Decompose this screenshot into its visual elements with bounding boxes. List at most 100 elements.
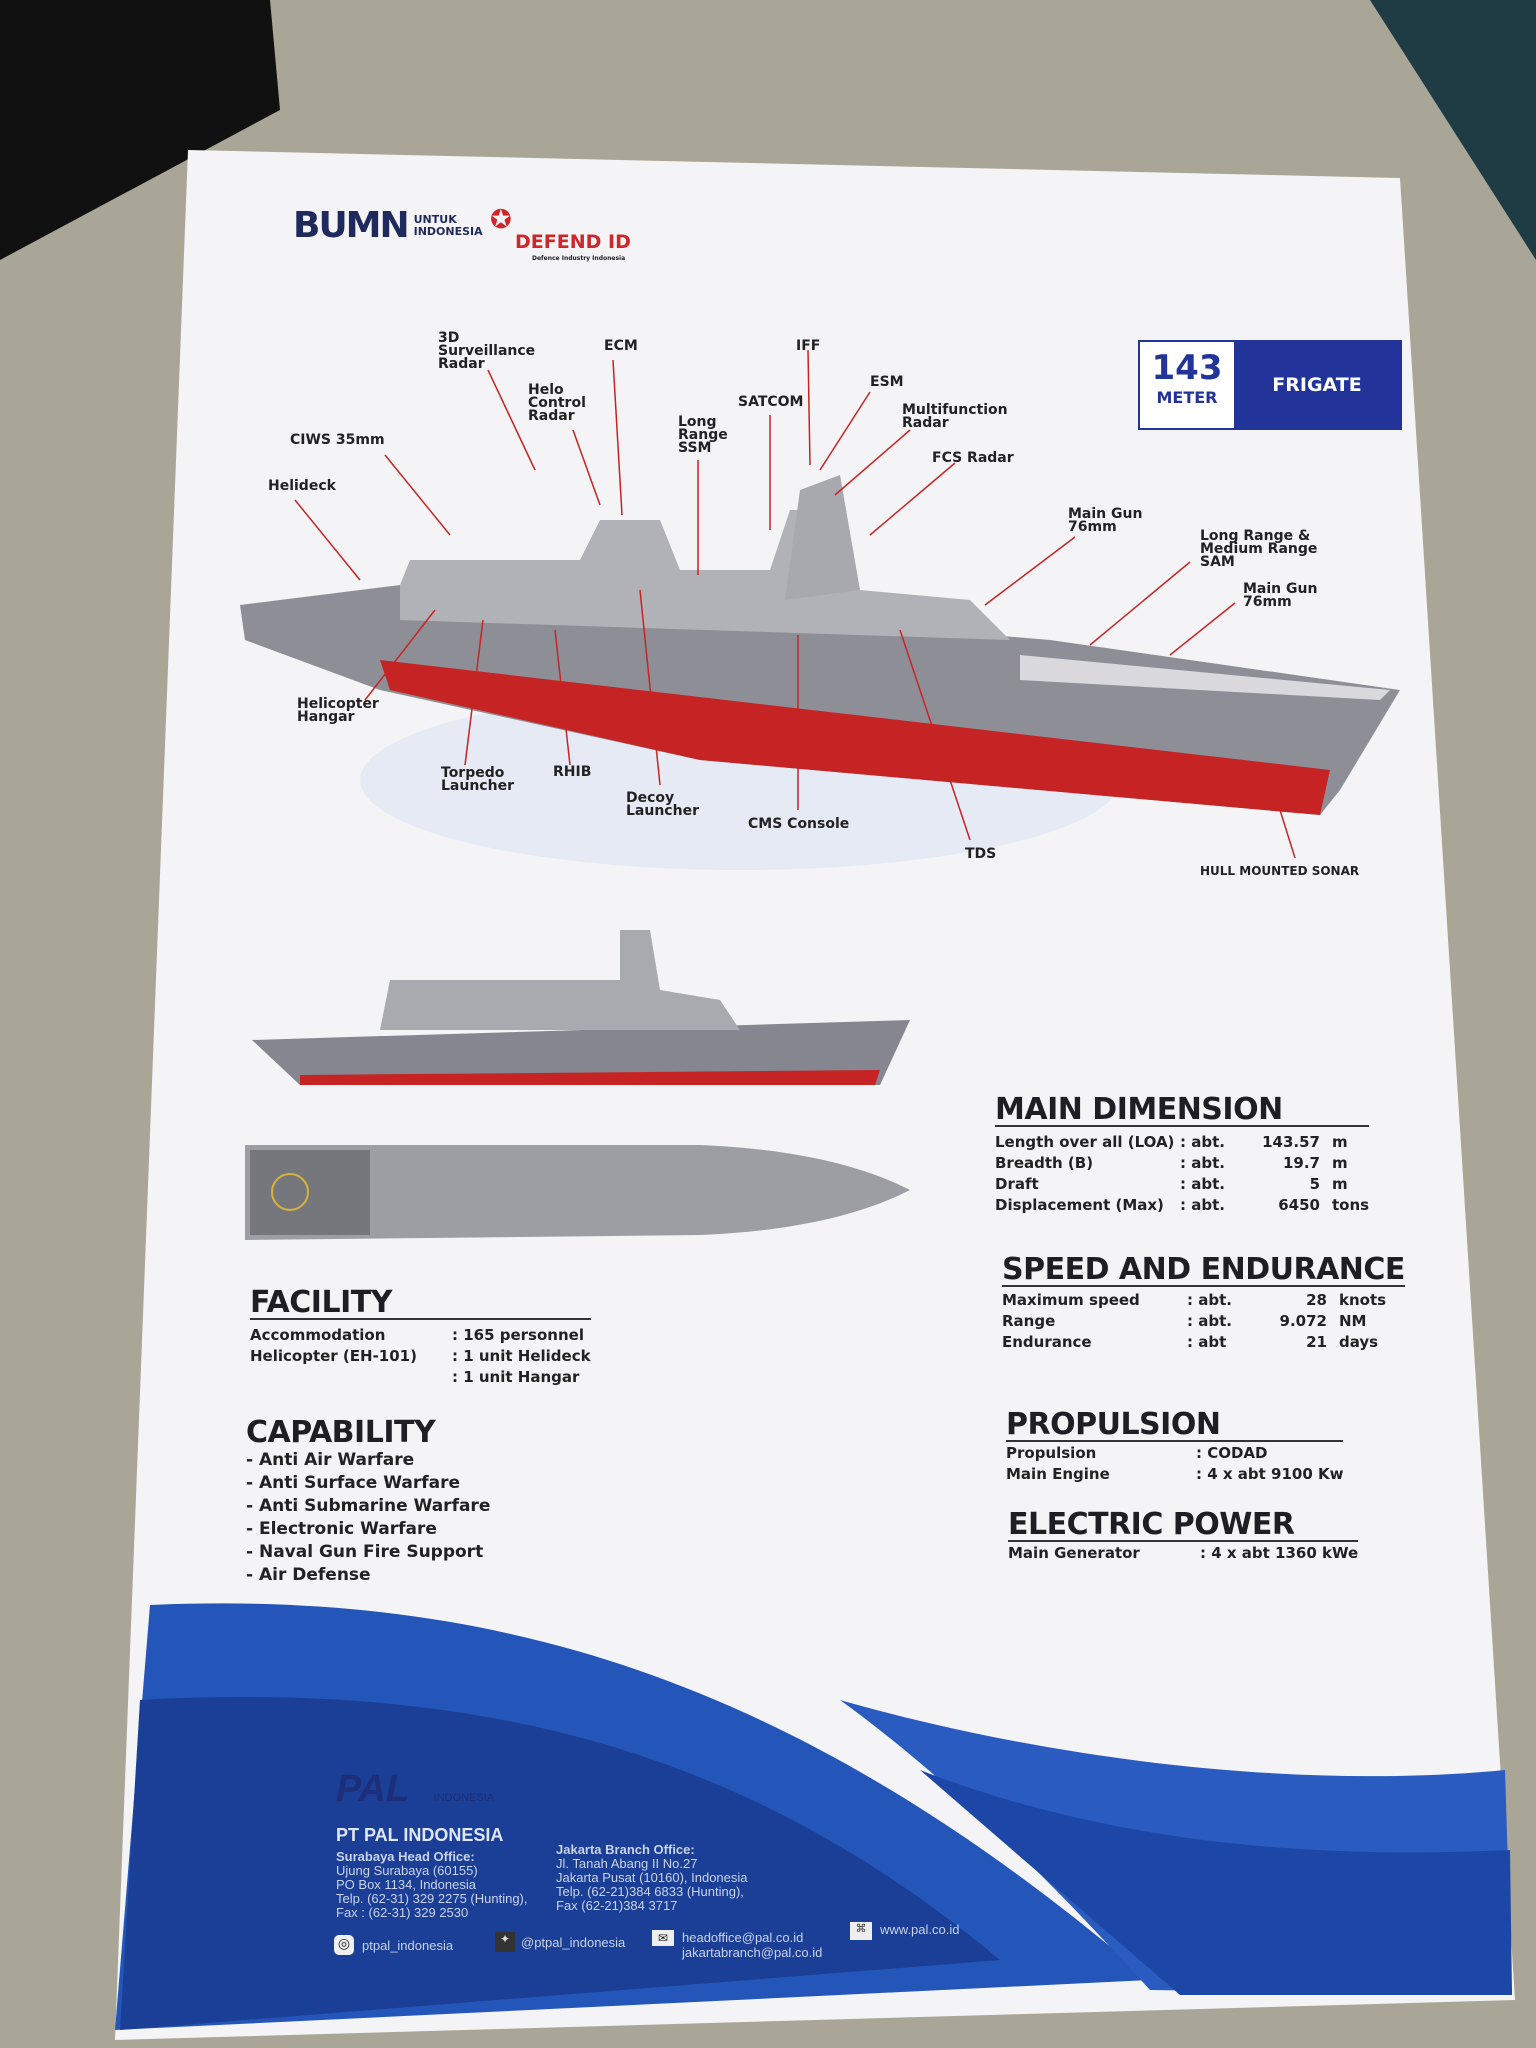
callout-decoy-launcher: Decoy Launcher — [626, 790, 699, 819]
callout-torpedo-launcher: Torpedo Launcher — [441, 765, 514, 794]
row-value: 5 — [1309, 1174, 1320, 1193]
address-line: Telp. (62-31) 329 2275 (Hunting), — [336, 1891, 528, 1906]
row-abt: : abt. — [1180, 1174, 1225, 1193]
row-value: 143.57 — [1262, 1132, 1320, 1151]
speed-title: SPEED AND ENDURANCE — [1002, 1252, 1405, 1287]
row-abt: : abt. — [1180, 1153, 1225, 1172]
callout-lines — [294, 349, 1296, 859]
capability-item: - Anti Submarine Warfare — [246, 1496, 491, 1516]
callout-long-range-ssm: Long Range SSM — [678, 414, 728, 456]
propulsion-row: Main Engine : 4 x abt 9100 Kw — [1006, 1463, 1343, 1484]
capability-item: - Electronic Warfare — [246, 1519, 437, 1539]
hq-title: Surabaya Head Office: — [336, 1849, 475, 1864]
callout-ciws: CIWS 35mm — [290, 432, 385, 448]
website-link[interactable]: ⌘ www.pal.co.id — [850, 1922, 959, 1940]
capability-item: - Naval Gun Fire Support — [246, 1542, 484, 1562]
jakarta-address: Jakarta Branch Office: Jl. Tanah Abang I… — [556, 1843, 748, 1913]
hq-address: Surabaya Head Office: Ujung Surabaya (60… — [336, 1850, 528, 1920]
callout-hull-mounted-sonar: HULL MOUNTED SONAR — [1200, 864, 1360, 878]
row-unit: knots — [1339, 1290, 1387, 1309]
callout-sam: Long Range & Medium Range SAM — [1200, 528, 1318, 570]
row-abt: : abt. — [1180, 1195, 1225, 1214]
capability-item: - Air Defense — [246, 1565, 371, 1585]
callout-cms-console: CMS Console — [748, 816, 850, 832]
row-label: Endurance — [1002, 1332, 1092, 1351]
row-value: : 4 x abt 1360 kWe — [1200, 1543, 1359, 1562]
electric-title: ELECTRIC POWER — [1008, 1510, 1359, 1542]
facility-row: : 1 unit Hangar — [250, 1366, 591, 1387]
star-icon: ✪ — [490, 205, 512, 235]
row-abt: : abt. — [1187, 1311, 1232, 1330]
callout-helideck: Helideck — [268, 478, 336, 494]
row-value: : 4 x abt 9100 Kw — [1196, 1464, 1344, 1483]
callout-tds: TDS — [965, 846, 997, 862]
pal-sub: INDONESIA — [433, 1792, 495, 1804]
main-dimension-title: MAIN DIMENSION — [995, 1095, 1370, 1127]
facility-section: FACILITY Accommodation: 165 personnel He… — [250, 1288, 591, 1387]
row-unit: m — [1332, 1153, 1348, 1172]
row-label: Propulsion — [1006, 1443, 1097, 1462]
capability-section: CAPABILITY - Anti Air Warfare - Anti Sur… — [246, 1418, 490, 1588]
row-value: : 1 unit Helideck — [452, 1346, 591, 1365]
facility-row: Accommodation: 165 personnel — [250, 1324, 591, 1345]
row-label: Draft — [995, 1174, 1039, 1193]
row-abt: : abt. — [1187, 1290, 1232, 1309]
callout-main-gun-2: Main Gun 76mm — [1243, 581, 1318, 610]
row-label: Displacement (Max) — [995, 1195, 1164, 1214]
propulsion-section: PROPULSION Propulsion: CODAD Main Engine… — [1006, 1410, 1344, 1484]
defend-tagline: Defence Industry Indonesia — [532, 255, 626, 262]
row-label: Main Engine — [1006, 1464, 1110, 1483]
electric-power-section: ELECTRIC POWER Main Generator : 4 x abt 1… — [1008, 1510, 1359, 1563]
badge-number: 143 — [1151, 348, 1223, 388]
row-abt: : abt — [1187, 1332, 1227, 1351]
address-line: Ujung Surabaya (60155) — [336, 1863, 478, 1878]
row-label: Length over all (LOA) — [995, 1132, 1175, 1151]
callout-ecm: ECM — [604, 338, 638, 354]
defend-id-logo: ✪ DEFEND ID Defence Industry Indonesia — [490, 205, 631, 262]
row-value: 6450 — [1278, 1195, 1320, 1214]
instagram-link[interactable]: ◎ ptpal_indonesia — [334, 1935, 453, 1955]
row-value: 21 — [1306, 1332, 1327, 1351]
ship-top-view — [245, 1145, 910, 1240]
row-value: : CODAD — [1196, 1443, 1268, 1462]
row-value: : 165 personnel — [452, 1325, 584, 1344]
address-line: Jakarta Pusat (10160), Indonesia — [556, 1870, 748, 1885]
callout-rhib: RHIB — [553, 764, 592, 780]
address-line: Jl. Tanah Abang II No.27 — [556, 1856, 698, 1871]
row-unit: tons — [1332, 1195, 1370, 1214]
callout-main-gun-1: Main Gun 76mm — [1068, 506, 1143, 535]
propulsion-row: Propulsion : CODAD — [1006, 1442, 1343, 1463]
speed-endurance-section: SPEED AND ENDURANCE Maximum speed: abt.2… — [1002, 1255, 1405, 1352]
row-value: 9.072 — [1279, 1311, 1327, 1330]
row-value: 19.7 — [1282, 1153, 1320, 1172]
book-corner — [1370, 0, 1536, 260]
email-jakarta[interactable]: jakartabranch@pal.co.id — [682, 1945, 823, 1960]
row-unit: NM — [1339, 1311, 1367, 1330]
callout-satcom: SATCOM — [738, 394, 804, 410]
bumn-wordmark: BUMN — [293, 205, 410, 246]
capability-item: - Anti Surface Warfare — [246, 1473, 461, 1493]
callout-esm: ESM — [870, 374, 904, 390]
row-label: Main Generator — [1008, 1543, 1140, 1562]
company-name: PT PAL INDONESIA — [336, 1825, 504, 1845]
website-url[interactable]: www.pal.co.id — [880, 1922, 960, 1937]
row-abt: : abt. — [1180, 1132, 1225, 1151]
row-label: Helicopter (EH-101) — [250, 1346, 417, 1365]
email-head-office[interactable]: headoffice@pal.co.id — [682, 1930, 804, 1945]
address-line: Fax : (62-31) 329 2530 — [336, 1905, 469, 1920]
pal-wordmark: PAL — [336, 1768, 410, 1810]
frigate-badge: 143 METER FRIGATE — [1138, 340, 1402, 430]
instagram-icon: ◎ — [334, 1935, 354, 1955]
bumn-tagline: UNTUK INDONESIA — [413, 212, 483, 238]
bumn-logo: BUMN UNTUK INDONESIA — [293, 205, 484, 246]
twitter-link[interactable]: ✦ @ptpal_indonesia — [495, 1932, 625, 1952]
globe-icon: ⌘ — [850, 1922, 872, 1940]
